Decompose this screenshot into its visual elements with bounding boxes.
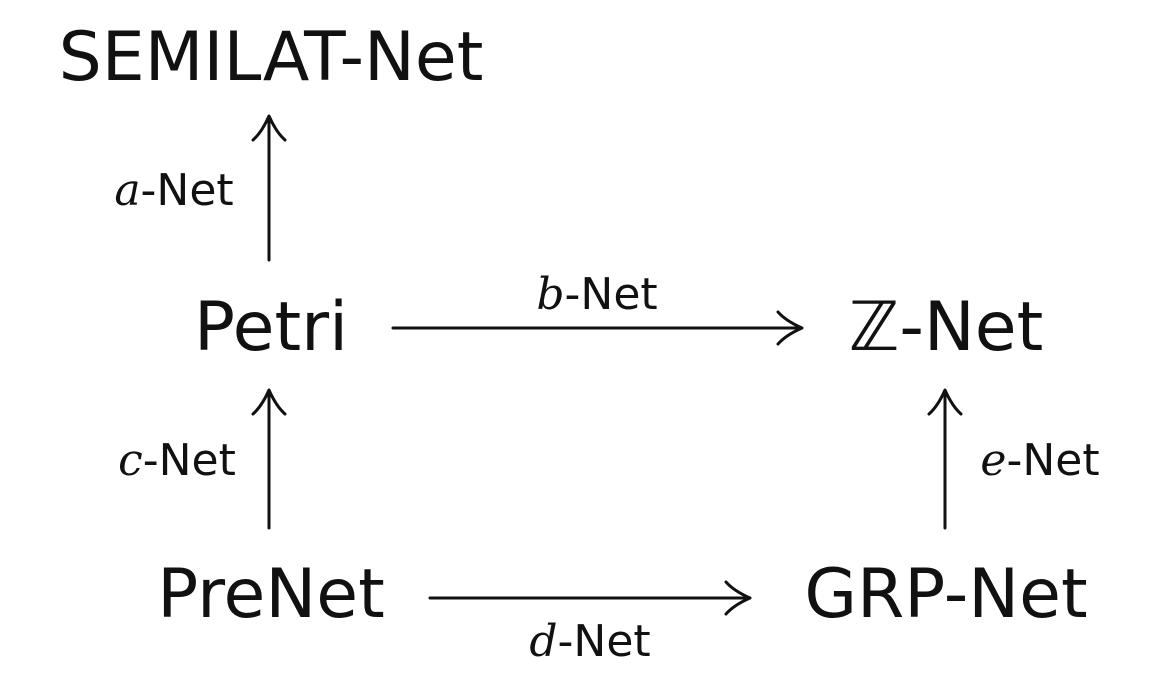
edge-label-a-suffix: -Net <box>140 165 234 216</box>
node-z-net-suffix: -Net <box>899 288 1044 367</box>
node-semilat-net-label: SEMILAT-Net <box>58 18 484 97</box>
edge-label-a: a-Net <box>114 169 233 213</box>
edge-label-c-var: c <box>118 435 143 486</box>
edge-label-b-var: b <box>536 269 565 320</box>
node-prenet-label: PreNet <box>157 555 385 634</box>
edge-label-d-suffix: -Net <box>557 616 651 667</box>
node-z-net: ℤ-Net <box>849 294 1044 362</box>
edge-label-a-var: a <box>114 165 141 216</box>
edge-label-d: d-Net <box>529 620 650 664</box>
node-prenet: PreNet <box>157 561 384 629</box>
arrow-a-petri-to-semilat <box>251 114 287 262</box>
node-grp-net-label: GRP-Net <box>804 555 1088 634</box>
edge-label-b-suffix: -Net <box>564 269 658 320</box>
arrow-e-grp-to-znet <box>927 388 963 530</box>
edge-label-e-var: e <box>980 435 1007 486</box>
node-semilat-net: SEMILAT-Net <box>59 24 484 92</box>
integers-symbol: ℤ <box>848 288 900 367</box>
node-petri-label: Petri <box>194 288 348 367</box>
edge-label-e-suffix: -Net <box>1006 435 1100 486</box>
edge-label-c-suffix: -Net <box>142 435 236 486</box>
arrow-d-prenet-to-grp <box>428 580 752 616</box>
edge-label-d-var: d <box>529 616 558 667</box>
arrow-b-petri-to-znet <box>391 310 804 346</box>
edge-label-b: b-Net <box>536 273 657 317</box>
edge-label-c: c-Net <box>118 439 236 483</box>
node-petri: Petri <box>194 294 348 362</box>
node-grp-net: GRP-Net <box>804 561 1087 629</box>
arrow-c-prenet-to-petri <box>251 388 287 530</box>
edge-label-e: e-Net <box>980 439 1099 483</box>
